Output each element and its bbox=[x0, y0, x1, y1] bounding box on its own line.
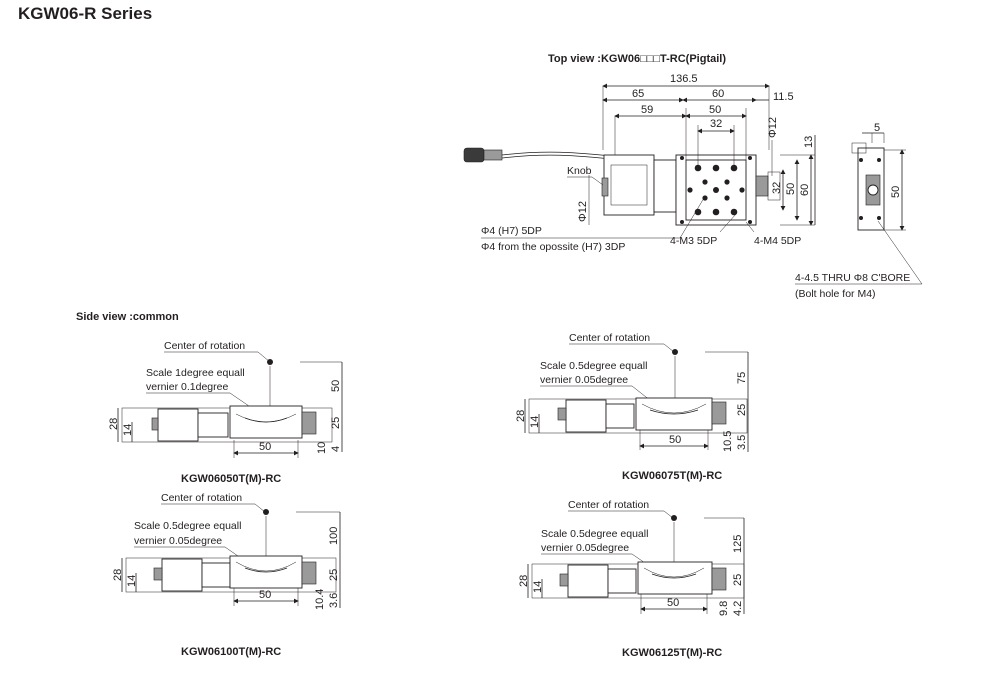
side-view-2: Center of rotation Scale 0.5degree equal… bbox=[112, 492, 341, 610]
svg-text:50: 50 bbox=[330, 380, 342, 392]
svg-text:100: 100 bbox=[328, 527, 340, 545]
svg-text:Center of rotation: Center of rotation bbox=[568, 499, 649, 511]
svg-text:9.8: 9.8 bbox=[718, 601, 730, 616]
svg-text:25: 25 bbox=[328, 569, 340, 581]
svg-text:32: 32 bbox=[771, 182, 783, 194]
svg-text:25: 25 bbox=[732, 574, 744, 586]
svg-text:Φ12: Φ12 bbox=[767, 117, 779, 138]
svg-text:14: 14 bbox=[529, 416, 541, 428]
svg-text:Center of rotation: Center of rotation bbox=[164, 340, 245, 352]
svg-text:14: 14 bbox=[532, 581, 544, 593]
side-view-3: Center of rotation Scale 0.5degree equal… bbox=[518, 499, 745, 616]
svg-text:28: 28 bbox=[518, 575, 530, 587]
dim-overall: 136.5 bbox=[670, 73, 698, 85]
label-knob: Knob bbox=[567, 165, 592, 177]
svg-text:4-4.5 THRU Φ8 C'BORE: 4-4.5 THRU Φ8 C'BORE bbox=[795, 272, 910, 284]
svg-text:28: 28 bbox=[515, 410, 527, 422]
top-view-caption: Top view :KGW06□□□T-RC(Pigtail) bbox=[548, 53, 727, 65]
label-m4: 4-M4 5DP bbox=[754, 235, 801, 247]
svg-text:13: 13 bbox=[803, 136, 815, 148]
svg-text:50: 50 bbox=[890, 186, 902, 198]
svg-text:Scale 0.5degree equall: Scale 0.5degree equall bbox=[134, 520, 241, 532]
model-name-2: KGW06100T(M)-RC bbox=[181, 646, 282, 658]
knob bbox=[601, 177, 609, 197]
svg-text:10: 10 bbox=[316, 442, 328, 454]
side-view-1: Center of rotation Scale 0.5degree equal… bbox=[515, 332, 749, 452]
svg-text:28: 28 bbox=[108, 418, 120, 430]
svg-text:14: 14 bbox=[122, 424, 134, 436]
svg-text:125: 125 bbox=[732, 535, 744, 553]
label-hole-1: Φ4 (H7) 5DP bbox=[481, 225, 542, 237]
svg-text:25: 25 bbox=[736, 404, 748, 416]
svg-text:(Bolt hole for M4): (Bolt hole for M4) bbox=[795, 288, 876, 300]
svg-text:60: 60 bbox=[799, 184, 811, 196]
svg-text:Center of rotation: Center of rotation bbox=[161, 492, 242, 504]
svg-text:4: 4 bbox=[330, 446, 342, 452]
svg-text:75: 75 bbox=[736, 372, 748, 384]
label-m3: 4-M3 5DP bbox=[670, 235, 717, 247]
svg-text:4.2: 4.2 bbox=[732, 601, 744, 616]
svg-text:32: 32 bbox=[710, 118, 722, 130]
svg-text:50: 50 bbox=[259, 589, 271, 601]
svg-text:11.5: 11.5 bbox=[773, 91, 794, 103]
svg-text:5: 5 bbox=[874, 122, 880, 134]
svg-text:vernier 0.05degree: vernier 0.05degree bbox=[134, 535, 222, 547]
svg-text:25: 25 bbox=[330, 417, 342, 429]
model-name-0: KGW06050T(M)-RC bbox=[181, 473, 282, 485]
svg-text:vernier 0.05degree: vernier 0.05degree bbox=[540, 374, 628, 386]
svg-text:Center of rotation: Center of rotation bbox=[569, 332, 650, 344]
model-name-1: KGW06075T(M)-RC bbox=[622, 470, 723, 482]
end-view-drawing: 5 50 4-4.5 THRU Φ8 C'BORE (Bolt hole for… bbox=[795, 122, 923, 300]
svg-text:59: 59 bbox=[641, 104, 653, 116]
coupling bbox=[653, 159, 677, 213]
svg-text:3.6: 3.6 bbox=[328, 593, 340, 608]
cable-connector bbox=[463, 147, 485, 163]
svg-text:50: 50 bbox=[667, 597, 679, 609]
label-hole-2: Φ4 from the opossite (H7) 3DP bbox=[481, 241, 625, 253]
svg-text:50: 50 bbox=[785, 183, 797, 195]
svg-text:Scale 0.5degree equall: Scale 0.5degree equall bbox=[540, 360, 647, 372]
side-view-0: Center of rotation Scale 1degree equall … bbox=[108, 340, 343, 458]
center-mark bbox=[267, 359, 273, 365]
model-name-3: KGW06125T(M)-RC bbox=[622, 647, 723, 659]
svg-text:10.5: 10.5 bbox=[722, 431, 734, 452]
svg-text:vernier 0.1degree: vernier 0.1degree bbox=[146, 381, 228, 393]
svg-text:50: 50 bbox=[259, 441, 271, 453]
svg-text:Scale 0.5degree equall: Scale 0.5degree equall bbox=[541, 528, 648, 540]
svg-text:60: 60 bbox=[712, 88, 724, 100]
svg-text:Scale 1degree equall: Scale 1degree equall bbox=[146, 367, 245, 379]
motor-body bbox=[603, 154, 655, 216]
svg-text:14: 14 bbox=[126, 575, 138, 587]
svg-text:vernier 0.05degree: vernier 0.05degree bbox=[541, 542, 629, 554]
svg-text:28: 28 bbox=[112, 569, 124, 581]
svg-text:3.5: 3.5 bbox=[736, 435, 748, 450]
series-title: KGW06-R Series bbox=[18, 4, 153, 23]
svg-text:65: 65 bbox=[632, 88, 644, 100]
svg-text:50: 50 bbox=[669, 434, 681, 446]
svg-text:Φ12: Φ12 bbox=[577, 201, 589, 222]
side-view-caption: Side view :common bbox=[76, 311, 179, 323]
top-view-drawing: 136.5 65 60 11.5 59 50 32 13 32 50 60 Φ1… bbox=[463, 73, 816, 253]
svg-text:50: 50 bbox=[709, 104, 721, 116]
svg-text:10.4: 10.4 bbox=[314, 589, 326, 610]
